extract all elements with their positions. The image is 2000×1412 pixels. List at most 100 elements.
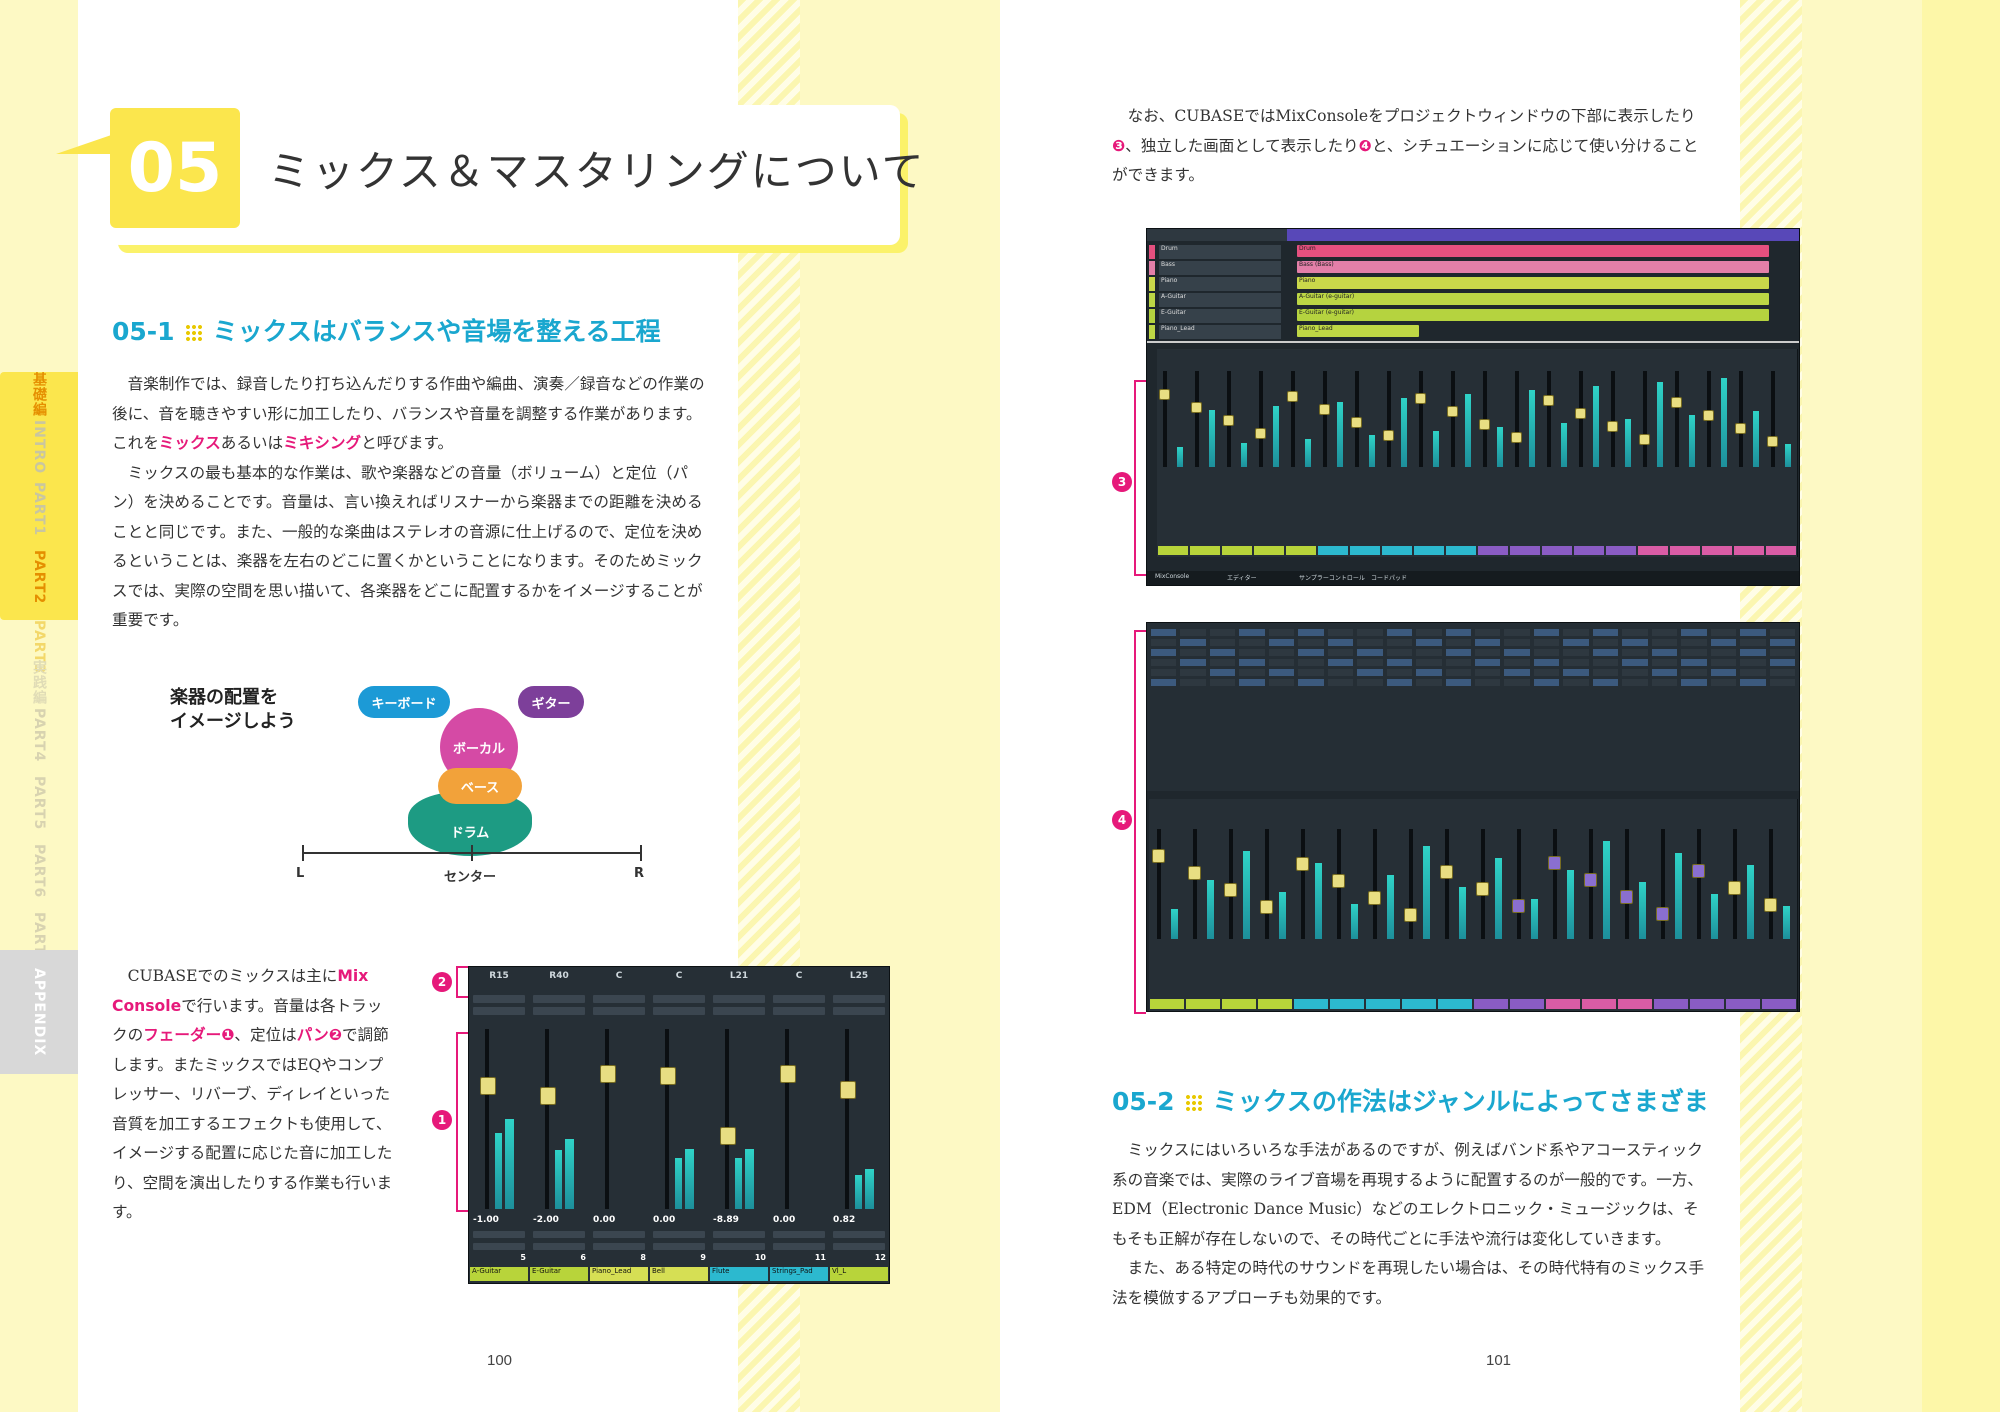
level-meter [1369, 435, 1375, 467]
channel-name-label [1402, 999, 1436, 1009]
channel-name-label [1222, 999, 1256, 1009]
marker-1: 1 [432, 1110, 452, 1130]
pan-readout: R15 [489, 971, 509, 981]
insert-slot [1710, 659, 1737, 666]
insert-slot [1651, 679, 1678, 686]
fader-handle [1332, 874, 1345, 888]
channel-button [592, 1007, 646, 1015]
fader-handle [1191, 402, 1202, 413]
fader-handle [1255, 428, 1266, 439]
mixer-channel-strip [1653, 799, 1690, 1011]
fader-track [1291, 371, 1295, 467]
thumb-part3[interactable]: PART3 [31, 620, 47, 675]
mixconsole-body: CUBASEでのミックスは主にMix Consoleで行います。音量は各トラック… [112, 962, 394, 1228]
channel-name-label [1510, 999, 1544, 1009]
insert-slot [1239, 669, 1265, 676]
fader-handle [480, 1077, 496, 1095]
fader-handle [1584, 873, 1597, 887]
insert-slot [1710, 669, 1737, 676]
thumb-part4[interactable]: PART4 [31, 708, 47, 763]
insert-slot [1651, 639, 1678, 646]
insert-slot [1563, 659, 1589, 666]
zone-divider [1147, 341, 1799, 343]
level-meter [1207, 880, 1214, 939]
channel-number: 12 [874, 1253, 886, 1262]
channel-button [652, 1007, 706, 1015]
insert-slot [1327, 629, 1354, 636]
level-meter [1315, 863, 1322, 939]
fader-track [1515, 371, 1519, 467]
insert-slot [1740, 669, 1766, 676]
fader-handle [1764, 898, 1777, 912]
volume-readout: 0.00 [653, 1215, 676, 1225]
thumb-appendix[interactable]: APPENDIX [0, 950, 78, 1074]
fader-track [1547, 371, 1551, 467]
insert-slot [1151, 639, 1177, 646]
fader-handle [720, 1127, 736, 1145]
insert-slot [1592, 669, 1619, 676]
level-meter [1351, 904, 1358, 939]
insert-slot [1239, 649, 1265, 656]
section-1-title: ミックスはバランスや音場を整える工程 [212, 317, 661, 346]
fader-handle [1548, 856, 1561, 870]
thumb-part5[interactable]: PART5 [31, 776, 47, 831]
channel-name-label: Strings_Pad [770, 1267, 828, 1281]
insert-slot [1239, 679, 1265, 686]
insert-slot [1268, 659, 1295, 666]
insert-slot [1475, 649, 1501, 656]
fader-track [1445, 829, 1449, 939]
fader-track [1157, 829, 1161, 939]
page-number-left: 100 [487, 1352, 513, 1369]
channel-name-label [1734, 546, 1764, 555]
insert-slot [1386, 629, 1413, 636]
thumb-group-practice[interactable]: 実践編 [31, 660, 47, 705]
channel-name-label [1574, 546, 1604, 555]
insert-slot [1357, 649, 1383, 656]
insert-slot [1327, 679, 1354, 686]
audio-clip: Piano_Lead [1297, 325, 1419, 337]
insert-slot [1445, 649, 1471, 656]
track-header: E-Guitar [1159, 309, 1281, 323]
insert-slot [1151, 669, 1177, 676]
mixer-channel-strip [1573, 349, 1606, 557]
insert-slot [1740, 679, 1766, 686]
channel-button [472, 1231, 526, 1238]
insert-slot [1445, 659, 1471, 666]
audio-clip: Drum [1297, 245, 1769, 257]
channel-name-label [1446, 546, 1476, 555]
level-meter [1243, 851, 1250, 939]
fader-handle [1656, 907, 1669, 921]
thumb-part2[interactable]: PART2 [31, 550, 47, 605]
mixer-channel-strip [1257, 799, 1294, 1011]
level-meter [1337, 402, 1343, 467]
insert-slot [1298, 629, 1324, 636]
pan-readout: C [675, 971, 683, 981]
thumb-part6[interactable]: PART6 [31, 844, 47, 899]
text: 、定位は [234, 1026, 297, 1044]
thumb-index-strip [1922, 0, 2000, 1412]
insert-slot [1533, 629, 1560, 636]
marker-3-inline: ❸ [1112, 136, 1126, 155]
insert-slot [1533, 669, 1560, 676]
channel-name-label [1294, 999, 1328, 1009]
thumb-group-basic[interactable]: 基礎編 [31, 372, 47, 417]
mixer-channel-strip [1365, 799, 1402, 1011]
marker-1-inline: ❶ [221, 1026, 235, 1044]
insert-slot [1416, 679, 1442, 686]
thumb-part1[interactable]: PART1 [31, 482, 47, 537]
insert-slot [1592, 639, 1619, 646]
insert-slot [1651, 659, 1678, 666]
audio-clip: Bass (Bass) [1297, 261, 1769, 273]
fader-track [725, 1029, 729, 1209]
insert-slot [1710, 679, 1737, 686]
chapter-header-card [110, 105, 900, 245]
fader-handle [1767, 436, 1778, 447]
fader-track [1579, 371, 1583, 467]
insert-slot [1268, 639, 1295, 646]
thumb-intro[interactable]: INTRO [31, 420, 47, 475]
fader-track [1259, 371, 1263, 467]
lower-zone-tab: MixConsole [1155, 573, 1190, 580]
